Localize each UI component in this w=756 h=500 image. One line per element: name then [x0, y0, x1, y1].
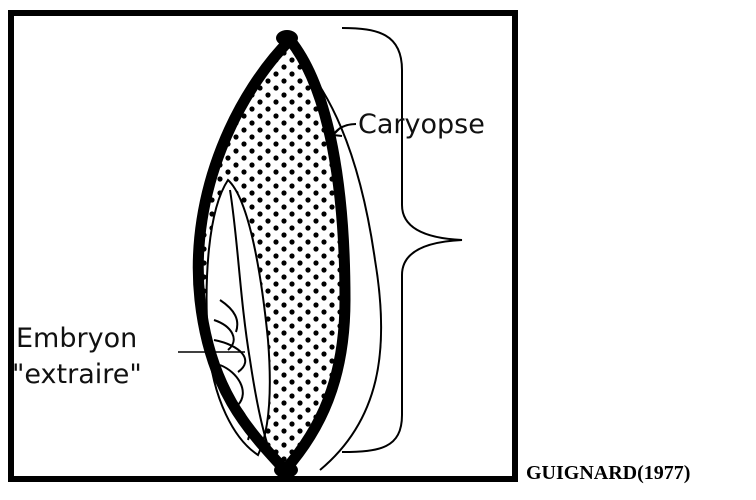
embryon-label: Embryon: [16, 325, 137, 352]
seed-tip: [276, 30, 298, 46]
seed-base: [274, 462, 298, 478]
caryopse-label: Caryopse: [358, 111, 485, 138]
figure-credit: GUIGNARD(1977): [526, 462, 690, 485]
extraire-label: "extraire": [12, 361, 142, 388]
caryopse-brace: [342, 28, 462, 452]
